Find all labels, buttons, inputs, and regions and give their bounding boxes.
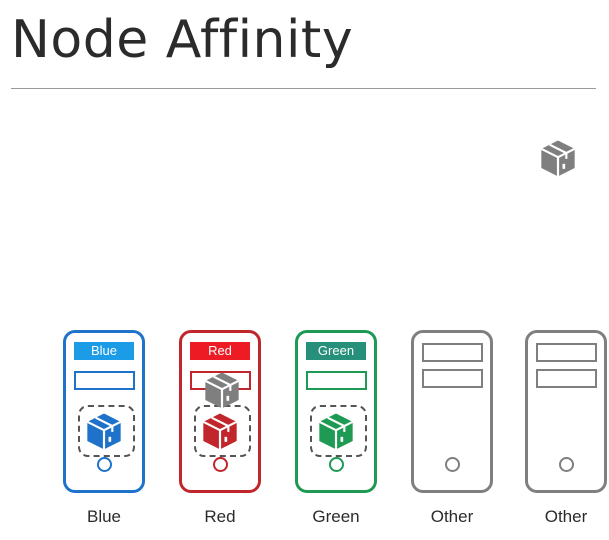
node-server-1[interactable]: Blue — [63, 330, 145, 493]
drive-slot — [422, 343, 483, 362]
node-label: Other — [544, 507, 588, 526]
unscheduled-pod-icon — [539, 139, 577, 178]
pod-placement-zone — [78, 405, 135, 457]
node-label: Green — [312, 507, 360, 526]
node-tag: Green — [306, 342, 366, 360]
pod-placement-zone — [310, 405, 367, 457]
moving-pod-icon — [203, 371, 241, 410]
node-label: Red — [204, 507, 236, 526]
title-divider — [11, 88, 596, 89]
power-button-icon — [559, 457, 574, 472]
blue-cube-icon — [86, 412, 123, 451]
node-server-2[interactable]: Red — [179, 330, 261, 493]
node-server-4[interactable] — [411, 330, 493, 493]
slide-title: Node Affinity — [11, 10, 354, 70]
node-tag: Red — [190, 342, 250, 360]
node-server-3[interactable]: Green — [295, 330, 377, 493]
node-label: Blue — [86, 507, 122, 526]
power-button-icon — [329, 457, 344, 472]
drive-slot — [536, 369, 597, 388]
power-button-icon — [97, 457, 112, 472]
green-cube-icon — [318, 412, 354, 451]
drive-slot — [422, 369, 483, 388]
drive-slot — [306, 371, 367, 390]
red-cube-icon — [201, 412, 239, 451]
power-button-icon — [445, 457, 460, 472]
drive-slot — [74, 371, 135, 390]
node-label: Other — [430, 507, 474, 526]
power-button-icon — [213, 457, 228, 472]
node-server-5[interactable] — [525, 330, 607, 493]
drive-slot — [536, 343, 597, 362]
node-tag: Blue — [74, 342, 134, 360]
